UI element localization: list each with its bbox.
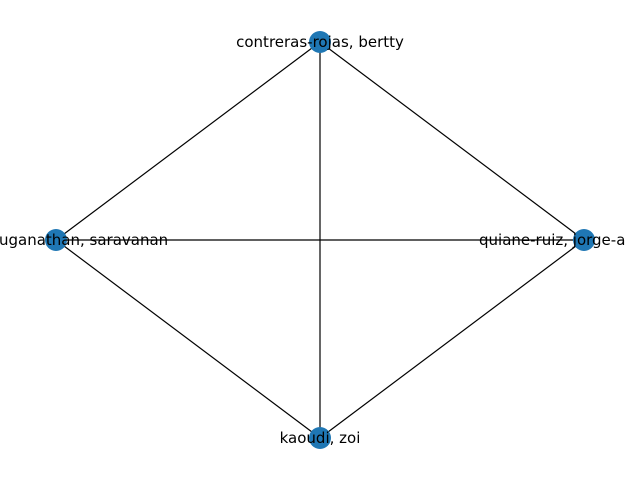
node-kaoudi [309,427,331,449]
node-quiane [573,229,595,251]
node-saravanan [45,229,67,251]
edge-saravanan-kaoudi [55,239,321,439]
edge-quiane-kaoudi [319,239,585,439]
graph-edges [55,41,585,439]
node-label-kaoudi: kaoudi, zoi [280,429,361,447]
node-label-saravanan: uganathan, saravanan [0,231,168,249]
graph-labels: contreras-rojas, bertty quiane-ruiz, jor… [0,33,625,447]
node-label-contreras: contreras-rojas, bertty [236,33,404,51]
graph-nodes [45,31,595,449]
node-contreras [309,31,331,53]
edge-contreras-saravanan [55,41,321,241]
node-label-quiane: quiane-ruiz, jorge-a [479,231,625,249]
edge-contreras-quiane [319,41,585,241]
